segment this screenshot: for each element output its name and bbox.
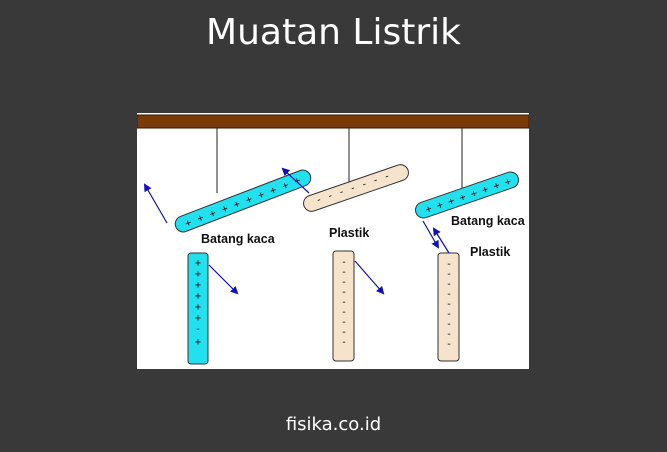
svg-text:-: - bbox=[337, 186, 346, 198]
svg-text:+: + bbox=[232, 199, 242, 211]
svg-text:+: + bbox=[195, 269, 201, 280]
standing-plastic-rod-2: - - - - - - - - - bbox=[437, 252, 460, 362]
footer-credit: fisika.co.id bbox=[285, 414, 382, 435]
svg-text:-: - bbox=[446, 329, 452, 340]
svg-text:+: + bbox=[195, 313, 201, 324]
svg-text:-: - bbox=[446, 339, 452, 350]
svg-text:+: + bbox=[257, 189, 267, 201]
svg-text:+: + bbox=[220, 203, 230, 215]
hanging-glass-rod-1: + + + + + + + + + + bbox=[174, 169, 312, 233]
standing-glass-rod-1: + + + + + + - + bbox=[187, 252, 209, 365]
svg-text:-: - bbox=[341, 277, 347, 288]
label-plastic-1: Plastik bbox=[329, 226, 369, 240]
svg-text:-: - bbox=[382, 171, 391, 183]
svg-text:+: + bbox=[504, 176, 513, 188]
svg-text:-: - bbox=[446, 319, 452, 330]
svg-text:+: + bbox=[481, 184, 490, 196]
ceiling-beam bbox=[137, 114, 529, 129]
svg-text:+: + bbox=[469, 188, 478, 200]
svg-text:-: - bbox=[341, 297, 347, 308]
svg-text:-: - bbox=[341, 327, 347, 338]
svg-text:-: - bbox=[326, 190, 335, 202]
svg-text:-: - bbox=[446, 309, 452, 320]
svg-text:+: + bbox=[195, 302, 201, 313]
svg-text:+: + bbox=[293, 175, 303, 187]
attract-arrow-2 bbox=[432, 227, 450, 254]
attract-arrow-1 bbox=[422, 220, 439, 249]
repel-arrow-3 bbox=[281, 167, 310, 194]
svg-text:-: - bbox=[341, 317, 347, 328]
svg-text:+: + bbox=[195, 337, 201, 348]
svg-text:+: + bbox=[492, 180, 501, 192]
diagram-panel: + + + + + + + + + + Batang kaca + + + + … bbox=[137, 113, 529, 369]
svg-text:+: + bbox=[281, 180, 291, 192]
repel-arrow-4 bbox=[354, 260, 385, 295]
svg-text:-: - bbox=[341, 307, 347, 318]
svg-text:-: - bbox=[341, 257, 347, 268]
svg-text:+: + bbox=[244, 194, 254, 206]
electric-charge-diagram: + + + + + + + + + + Batang kaca + + + + … bbox=[137, 114, 529, 365]
repel-arrow-2 bbox=[208, 264, 239, 295]
svg-text:+: + bbox=[196, 213, 206, 225]
page-title: Muatan Listrik bbox=[206, 12, 461, 53]
svg-text:-: - bbox=[348, 182, 357, 194]
svg-text:-: - bbox=[446, 279, 452, 290]
svg-text:-: - bbox=[341, 287, 347, 298]
svg-text:-: - bbox=[341, 337, 347, 348]
hanging-glass-rod-2: + + + + + + + + bbox=[415, 171, 519, 219]
svg-text:+: + bbox=[184, 217, 194, 229]
svg-text:-: - bbox=[314, 194, 323, 206]
svg-text:-: - bbox=[195, 324, 201, 335]
label-glass-rod-2: Batang kaca bbox=[451, 214, 526, 228]
svg-text:+: + bbox=[195, 258, 201, 269]
svg-text:+: + bbox=[458, 192, 467, 204]
svg-text:+: + bbox=[269, 185, 279, 197]
svg-text:-: - bbox=[446, 289, 452, 300]
repel-arrow-1 bbox=[143, 183, 168, 224]
hanging-plastic-rod-1: - - - - - - - bbox=[303, 164, 409, 212]
svg-text:-: - bbox=[341, 267, 347, 278]
label-plastic-2: Plastik bbox=[470, 245, 510, 259]
svg-text:+: + bbox=[435, 200, 444, 212]
svg-text:+: + bbox=[208, 208, 218, 220]
standing-plastic-rod-1: - - - - - - - - - bbox=[332, 250, 355, 362]
svg-text:-: - bbox=[446, 269, 452, 280]
label-glass-rod-1: Batang kaca bbox=[201, 232, 276, 246]
svg-text:-: - bbox=[446, 259, 452, 270]
svg-text:+: + bbox=[195, 291, 201, 302]
svg-text:-: - bbox=[371, 175, 380, 187]
svg-text:-: - bbox=[360, 178, 369, 190]
svg-text:+: + bbox=[447, 196, 456, 208]
svg-text:-: - bbox=[446, 299, 452, 310]
svg-text:+: + bbox=[195, 280, 201, 291]
svg-text:+: + bbox=[424, 204, 433, 216]
